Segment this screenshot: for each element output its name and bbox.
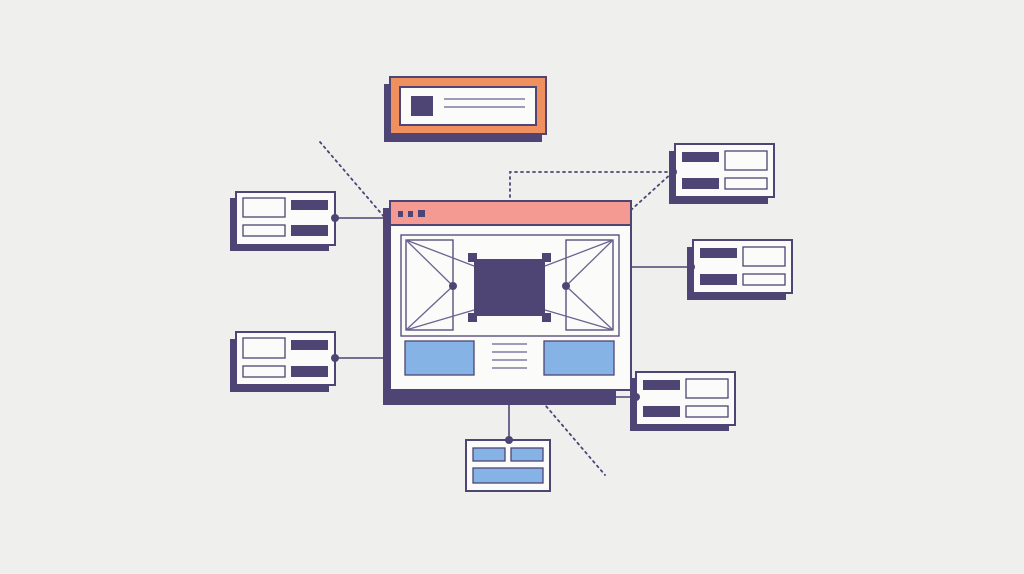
handle-bottom-left [468,313,477,322]
card-label-bar [700,274,737,285]
card-label-bar [643,406,680,417]
card-field [724,150,768,171]
blue-content-block-right [543,340,615,376]
hero-left-box [405,239,454,331]
hero-right-cross-c [544,239,614,267]
selection-box-with-handles-icon [468,253,551,322]
window-dot [408,211,413,217]
connector-node [449,282,457,290]
card-left-top [230,191,336,251]
card-field [685,405,729,418]
handle-bottom-right [542,313,551,322]
window-dot [398,211,403,217]
connector-node [331,214,339,222]
card-field [742,273,786,286]
handle-top-right [542,253,551,262]
card-right-top [669,143,775,204]
hero-left-cross-b [405,285,454,331]
blue-content-block-left [404,340,475,376]
card-bottom-blue [465,439,551,492]
card-field [242,197,286,218]
card-right-middle [687,239,793,300]
card-left-bottom [230,331,336,392]
blue-cell [510,447,544,462]
orange-header-card [384,76,547,142]
hero-right-cross-a [565,239,614,287]
connector-node [505,436,513,444]
connector-nodes [331,168,695,444]
dotted-diagonal-line [319,141,606,476]
connector-node [632,393,640,401]
card-label-bar [291,225,328,236]
hero-right-cross-b [565,285,614,331]
handle-top-left [468,253,477,262]
blue-cell [472,447,506,462]
connector-node [687,263,695,271]
three-square-dots-icon [398,210,425,217]
card-label-bar [643,380,680,390]
window-dot [418,210,425,217]
card-label-bar [682,152,719,162]
card-label-bar [682,178,719,189]
connector-node [331,354,339,362]
card-label-bar [291,200,328,210]
card-field [242,224,286,237]
dotted-connector-upper-right [630,171,674,211]
card-label-bar [700,248,737,258]
card-right-lower [630,371,736,431]
card-field [742,246,786,267]
hero-left-cross-a [405,239,454,287]
hero-left-cross-d [405,309,475,331]
connector-node [562,282,570,290]
card-field [242,365,286,378]
hero-left-cross-c [405,239,475,267]
blue-cell-wide [472,467,544,484]
card-label-bar [291,366,328,377]
card-field [685,378,729,399]
selection-block [474,259,545,316]
hero-right-cross-d [544,309,614,331]
window-header-bar [389,200,632,226]
hero-right-box [565,239,614,331]
card-label-bar [291,340,328,350]
card-field [242,337,286,359]
card-field [724,177,768,190]
main-window [383,200,632,405]
text-lines-icon [492,343,527,369]
connector-node [669,168,677,176]
image-placeholder-icon [411,96,433,116]
